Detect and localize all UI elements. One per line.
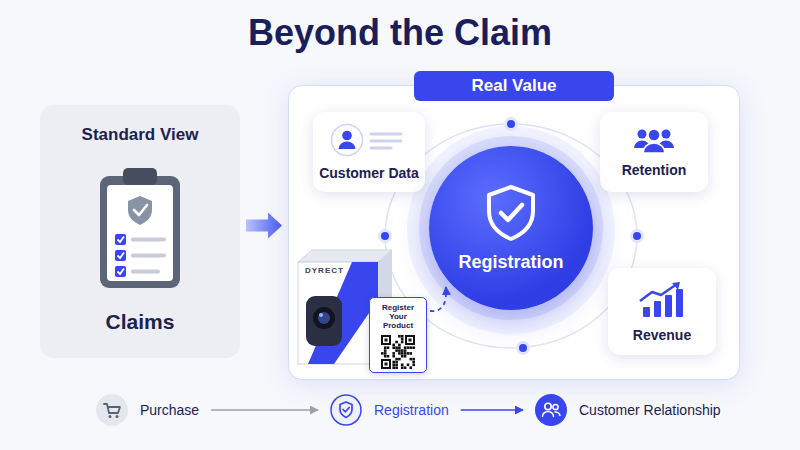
node-text: Revenue: [633, 327, 691, 343]
node-text: Purchase: [140, 402, 199, 418]
person-icon: [329, 123, 409, 157]
flow-step: Customer Relationship: [535, 394, 721, 426]
node-text: Standard View: [82, 125, 199, 145]
connector-arrow: [430, 287, 446, 311]
standard-view-panel: Standard ViewClaims: [40, 105, 240, 358]
connector-arrow: [211, 409, 318, 410]
clipboard-icon: [90, 164, 190, 292]
value-card: Revenue: [608, 268, 716, 355]
node-text: Registration: [374, 402, 449, 418]
title: Beyond the Claim: [0, 12, 800, 54]
shield-icon: [485, 184, 537, 242]
group-icon: [632, 126, 676, 154]
node-text: Retention: [622, 162, 687, 178]
node-text: Customer Relationship: [579, 402, 721, 418]
connector-arrow: [461, 409, 523, 410]
qr-icon: [380, 334, 416, 370]
node-text: Registration: [458, 252, 563, 273]
shieldSmall-icon: [330, 394, 362, 426]
value-card: Retention: [600, 112, 708, 192]
flow-step: Purchase: [96, 394, 199, 426]
node-text: Claims: [106, 310, 175, 334]
cart-icon: [96, 394, 128, 426]
users-icon: [535, 394, 567, 426]
node-text: Customer Data: [319, 165, 419, 181]
qr-card: Register Your Product: [369, 297, 427, 373]
chart-icon: [637, 281, 687, 319]
registration-circle: Registration: [429, 146, 593, 310]
node-text: Real Value: [414, 71, 614, 101]
real-value-panel: Real ValueCustomer DataRetentionRegistra…: [288, 85, 740, 380]
product-box: [298, 250, 392, 364]
orbit-ring: [378, 117, 644, 355]
node-text: Register Your Product: [373, 303, 423, 331]
flow-step: Registration: [330, 394, 449, 426]
brand-label: DYRECT: [305, 266, 344, 275]
connector-arrow: [246, 213, 282, 239]
value-card: Customer Data: [313, 112, 425, 192]
